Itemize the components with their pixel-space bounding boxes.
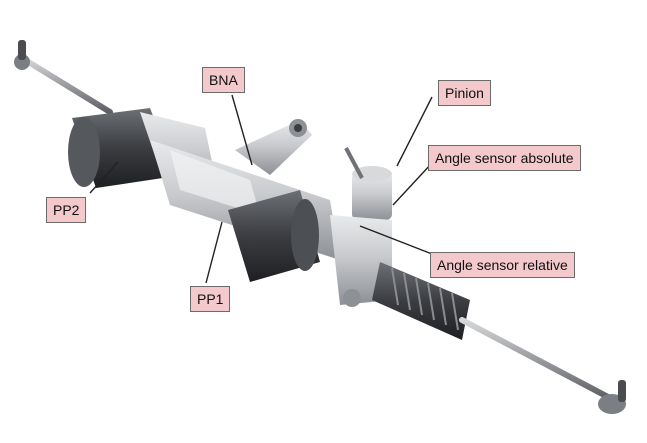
- pp1-leader-line: [205, 221, 223, 284]
- bna-leader-line: [231, 94, 253, 166]
- pp1-motor-housing: [228, 190, 320, 282]
- leader-lines: [89, 94, 433, 284]
- pinion-leader-line: [396, 96, 433, 167]
- rack-bellows-boot: [372, 262, 470, 340]
- label-bna: BNA: [202, 67, 245, 93]
- right-tie-rod: [459, 317, 626, 414]
- left-tie-rod: [14, 40, 113, 115]
- pp2-leader-line: [89, 161, 119, 194]
- label-pinion: Pinion: [438, 80, 491, 106]
- label-pp1: PP1: [190, 286, 231, 312]
- label-pp2: PP2: [46, 197, 87, 223]
- label-angle-sensor-relative: Angle sensor relative: [430, 252, 575, 278]
- bna-bracket: [235, 119, 312, 175]
- angle-sensor-absolute-leader-line: [392, 162, 433, 206]
- angle-sensor-relative-leader-line: [359, 225, 433, 255]
- label-angle-sensor-absolute: Angle sensor absolute: [428, 145, 581, 171]
